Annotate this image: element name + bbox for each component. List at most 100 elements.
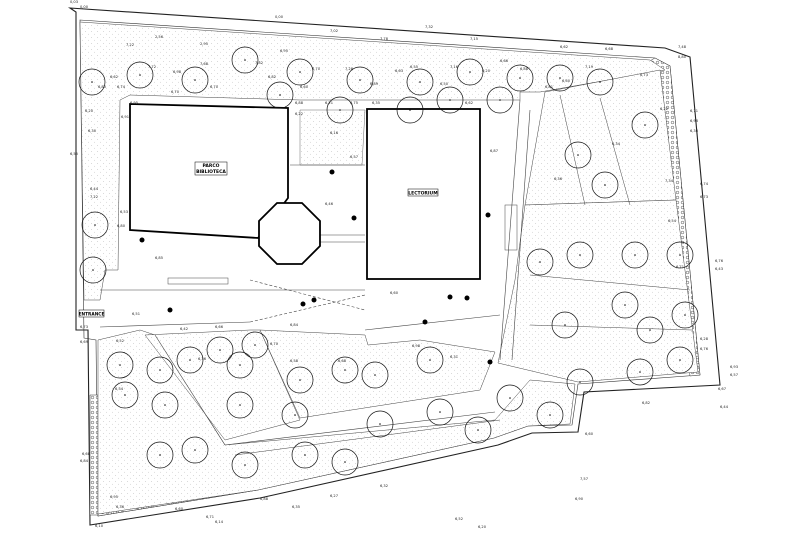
path-line xyxy=(249,279,366,311)
spot-elevation: 6,44 xyxy=(720,405,729,409)
spot-elevation: 7,34 xyxy=(665,179,674,183)
path-line xyxy=(499,99,521,361)
spot-elevation: 6,20 xyxy=(85,109,94,113)
tree-canopy xyxy=(621,241,649,269)
tree-canopy xyxy=(496,384,524,412)
tree-trunk xyxy=(559,77,561,79)
tree-trunk xyxy=(119,364,121,366)
spot-elevation: 6,68 xyxy=(338,359,347,363)
tree-trunk xyxy=(684,314,686,316)
spot-elevation: 6,88 xyxy=(295,101,304,105)
tree-trunk xyxy=(624,304,626,306)
tree-trunk xyxy=(499,99,501,101)
spot-elevation: 6,73 xyxy=(640,73,648,77)
spot-elevation: 6,98 xyxy=(690,119,699,123)
tree-trunk xyxy=(359,79,361,81)
tree-trunk xyxy=(304,454,306,456)
tree-trunk xyxy=(91,81,93,83)
tree-canopy xyxy=(146,441,174,469)
tree-canopy xyxy=(226,351,254,379)
spot-elevation: 6,66 xyxy=(215,325,224,329)
lawn-southwest xyxy=(144,329,301,441)
spot-elevation: 6,73 xyxy=(700,195,708,199)
tree-canopy xyxy=(176,346,204,374)
spot-elevation: 7,57 xyxy=(580,477,588,481)
tree-canopy xyxy=(181,436,209,464)
tree-canopy xyxy=(526,248,554,276)
spot-elevation: 6,74 xyxy=(700,182,709,186)
tree-canopy xyxy=(666,346,694,374)
spot-elevation: 6,32 xyxy=(380,484,388,488)
spot-elevation: 6,82 xyxy=(268,75,276,79)
tree-canopy xyxy=(536,401,564,429)
tree-canopy xyxy=(281,401,309,429)
bench xyxy=(167,277,229,285)
tree-canopy xyxy=(366,410,394,438)
tree-canopy xyxy=(611,291,639,319)
tree-trunk xyxy=(649,329,651,331)
tree-trunk xyxy=(139,74,141,76)
spot-elevation: 6,67 xyxy=(718,387,726,391)
main-building-label-1: PARCO xyxy=(203,163,220,169)
path-line xyxy=(511,109,531,361)
path-line xyxy=(599,97,631,206)
tree-canopy xyxy=(361,361,389,389)
tree-canopy xyxy=(631,111,659,139)
spot-elevation: 6,43 xyxy=(715,267,723,271)
spot-elevation: 0,00 xyxy=(275,15,284,19)
spot-elevation: 6,57 xyxy=(730,373,738,377)
spot-elevation: 6,60 xyxy=(562,79,571,83)
spot-elevation: 6,60 xyxy=(390,291,399,295)
tree-canopy xyxy=(626,358,654,386)
tree-canopy xyxy=(79,256,107,284)
spot-elevation: 6,76 xyxy=(700,347,709,351)
spot-elevation: 7,68 xyxy=(200,62,209,66)
spot-elevation: 6,58 xyxy=(290,359,299,363)
lawn-south-center xyxy=(259,329,496,419)
path-line xyxy=(224,411,496,446)
octagon-pavilion xyxy=(258,202,321,265)
tree-canopy xyxy=(266,81,294,109)
tree-canopy xyxy=(456,58,484,86)
tree-trunk xyxy=(299,71,301,73)
spot-elevation: 7,48 xyxy=(678,45,687,49)
tree-trunk xyxy=(159,369,161,371)
spot-elevation: 6,85 xyxy=(155,256,163,260)
spot-elevation: 7,82 xyxy=(255,61,263,65)
tree-canopy xyxy=(586,68,614,96)
tree-trunk xyxy=(339,109,341,111)
spot-elevation: 6,87 xyxy=(490,149,498,153)
tree-trunk xyxy=(194,449,196,451)
tree-trunk xyxy=(124,394,126,396)
tree-trunk xyxy=(164,404,166,406)
path-line xyxy=(529,274,691,291)
spot-elevation: 6,82 xyxy=(642,401,650,405)
path-line xyxy=(154,334,226,446)
tree-trunk xyxy=(429,359,431,361)
tree-canopy xyxy=(636,316,664,344)
spot-elevation: 6,84 xyxy=(80,459,89,463)
path-line xyxy=(249,294,366,323)
spot-elevation: 6,88 xyxy=(260,497,269,501)
tree-canopy xyxy=(78,68,106,96)
spot-elevation: 6,60 xyxy=(175,507,184,511)
tree-trunk xyxy=(679,254,681,256)
tree-canopy xyxy=(326,96,354,124)
tree-canopy xyxy=(564,141,592,169)
spot-elevation: 6,80 xyxy=(117,224,126,228)
tree-trunk xyxy=(539,261,541,263)
spot-elevation: 6,84 xyxy=(290,323,299,327)
spot-elevation: 2,56 xyxy=(155,35,164,39)
tree-trunk xyxy=(254,344,256,346)
spot-elevation: 6,27 xyxy=(330,494,338,498)
spot-elevation: 6,98 xyxy=(412,344,421,348)
tree-trunk xyxy=(579,381,581,383)
tree-trunk xyxy=(449,99,451,101)
tree-trunk xyxy=(344,461,346,463)
spot-elevation: 6,30 xyxy=(88,129,97,133)
lawn-east-lower xyxy=(497,199,699,383)
lectorium-label: LECTORIUM xyxy=(408,191,438,197)
tree-canopy xyxy=(286,366,314,394)
spot-elevation: 6,31 xyxy=(450,355,458,359)
